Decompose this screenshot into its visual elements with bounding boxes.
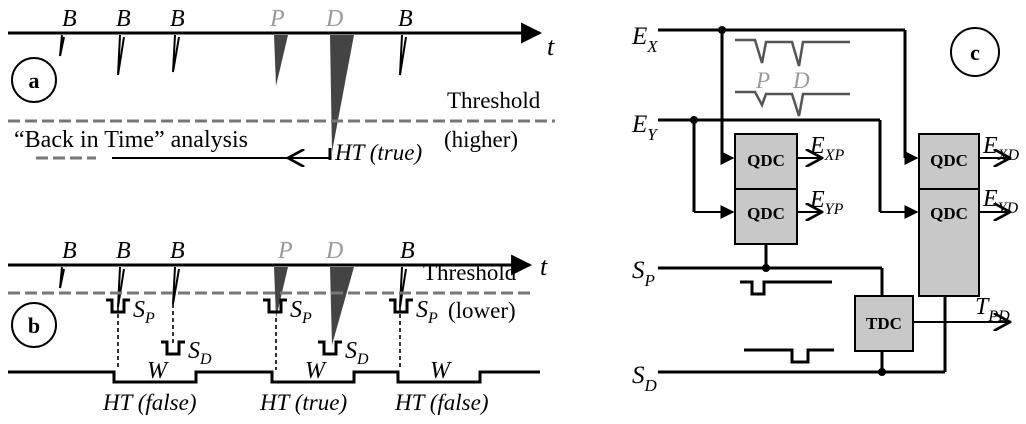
window-label-3: W [430,358,452,384]
qdc-xd-box [918,133,980,190]
panel-a: t B B B P D B a Threshold (higher) “Back… [8,6,555,165]
time-axis-a-label: t [547,32,555,61]
pulse-b-2-a [117,34,125,76]
gate-windows [8,370,540,384]
window-label-2: W [305,358,327,384]
sp-label-1: SP [133,297,155,327]
pulse-label-p-b: P [277,238,293,264]
sd-label-2: SD [345,338,369,368]
tdc-label: TDC [866,314,902,333]
tdc-box [854,295,914,352]
pulse-label-b-2-a: B [116,6,131,32]
sp-label-2: SP [290,297,312,327]
threshold-note-b: (lower) [448,298,516,323]
ht-true-label-a: HT (true) [334,140,422,165]
pulse-label-b-4-a: B [398,6,413,32]
window-label-1: W [147,358,169,384]
panel-b-marker [11,302,57,348]
pulse-labels-b: B B B P D B [62,238,415,264]
pulse-label-p-a: P [269,6,285,32]
qdc-yp-label: QDC [747,204,785,223]
input-ex-label: EX [631,23,658,56]
eyp-label: EYP [809,187,844,218]
panel-b: t B B B P D B Threshold (lower) b [8,238,548,415]
pulse-b-3-b [172,266,180,305]
sp-junction [762,264,770,272]
threshold-note-a: (higher) [444,127,518,152]
pulse-label-b-1-b: B [62,238,77,264]
sd-pulses-b [161,340,342,356]
ex-signal-sketch [735,38,850,67]
qdc-xp-label: QDC [747,151,785,170]
sd-label-1: SD [188,338,212,368]
crossing-drop-lines [117,304,401,370]
qdc-yd-label: QDC [930,204,968,223]
input-ey-label: EY [631,111,658,144]
ex-bus [658,28,907,158]
pulse-b-4-a [399,34,407,76]
ey-junction [690,116,698,124]
threshold-label-a: Threshold [447,88,541,113]
tpd-label: TPD [975,294,1010,325]
qdc-yd-box [918,188,980,297]
sp-pulses-b [106,298,413,314]
pulse-label-d-b: D [325,238,343,264]
qdc-xp-box [734,133,798,190]
pulse-labels-a: B B B P D B [62,6,413,32]
panel-c-marker [950,27,1000,77]
panel-c: EX EY SP SD c P D Q [631,23,1019,395]
pulse-label-b-3-a: B [170,6,185,32]
pulse-label-b-2-b: B [116,238,131,264]
ht-label-false-1: HT (false) [102,390,197,415]
eyd-label: EYD [982,186,1019,217]
input-sd-label: SD [632,362,658,395]
panel-a-marker [11,57,57,103]
sd-junction [878,368,886,376]
sp-line [658,244,884,296]
exp-label: EXP [809,133,844,164]
pulse-b-1-a [59,34,65,57]
pulse-d-a [330,35,354,152]
sp-label-3: SP [416,297,438,327]
pulse-label-b-1-a: B [62,6,77,32]
pulse-label-d-a: D [325,6,343,32]
pulse-b-3-a [172,34,180,73]
pulse-p-a [274,35,288,86]
ey-signal-sketch [735,90,850,117]
sketch-label-p: P [755,68,770,93]
sketch-label-d: D [792,68,810,93]
threshold-label-b: Threshold [423,260,517,285]
sp-gate-sketch [740,280,832,296]
ht-label-false-2: HT (false) [394,390,489,415]
back-in-time-label: “Back in Time” analysis [14,127,248,153]
pulse-b-4-b [399,266,407,308]
time-axis-b-label: t [540,252,548,281]
qdc-xd-label: QDC [930,151,968,170]
pulse-d-b [330,267,354,345]
ht-label-true: HT (true) [259,390,347,415]
pulse-label-b-4-b: B [400,238,415,264]
sd-gate-sketch [744,348,834,364]
pulse-label-b-3-b: B [170,238,185,264]
pulse-b-1-b [59,266,65,289]
input-sp-label: SP [632,257,655,290]
exd-label: EXD [982,133,1019,164]
ex-junction [718,26,726,34]
panel-a-label: a [29,68,40,93]
panel-b-label: b [28,313,40,338]
panel-c-label: c [970,40,980,65]
